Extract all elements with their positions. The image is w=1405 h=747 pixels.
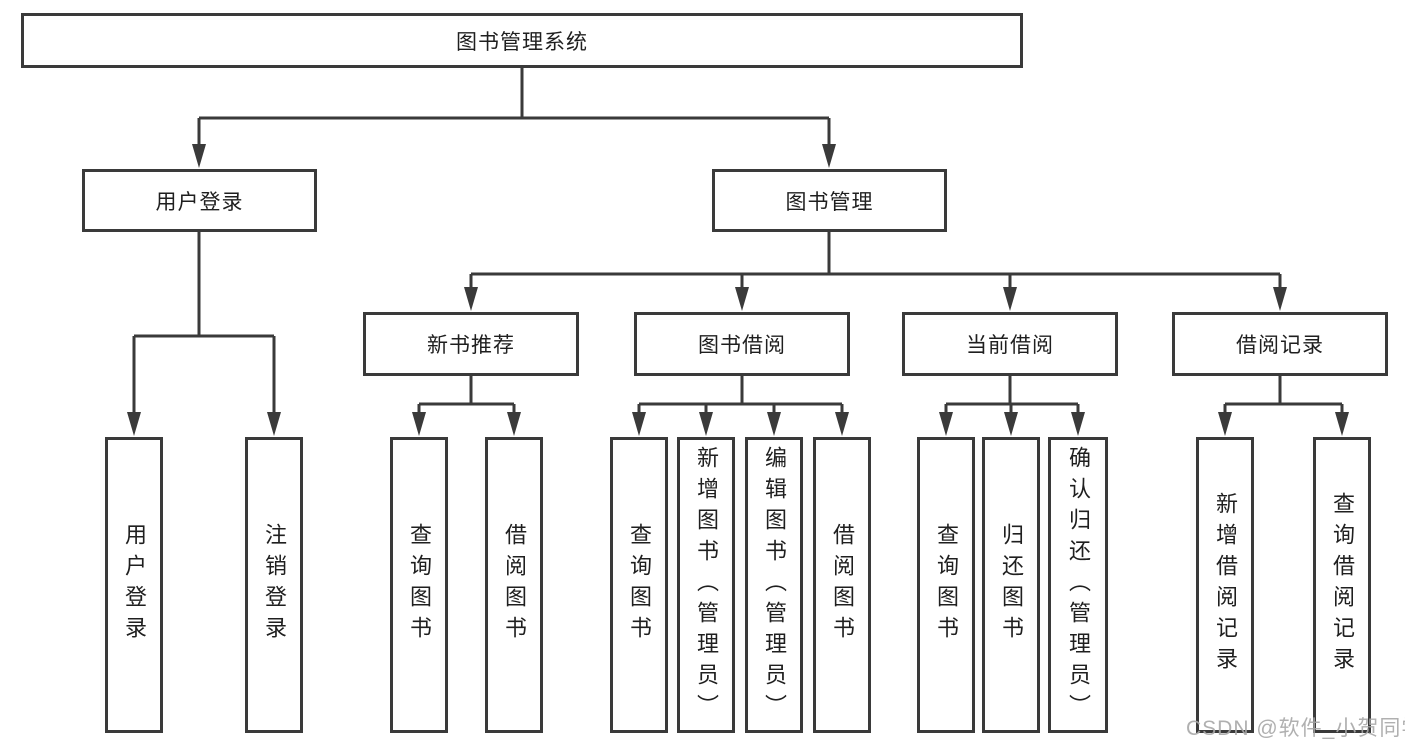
node-br-query-record: 查询借阅记录 [1313,437,1371,733]
node-logout-action-label: 注销登录 [262,523,287,647]
node-book-borrowing-label: 图书借阅 [698,334,786,357]
node-br-query-record-label: 查询借阅记录 [1330,492,1355,678]
node-current-borrowing: 当前借阅 [902,312,1118,376]
node-book-borrowing: 图书借阅 [634,312,850,376]
node-bb-query-books-label: 查询图书 [627,523,652,647]
arrowhead-icon [699,412,713,436]
arrowhead-icon [1335,412,1349,436]
node-bb-borrow-books: 借阅图书 [813,437,871,733]
node-bb-add-books-label: 新增图书（管理员） [694,445,719,725]
node-br-add-record: 新增借阅记录 [1196,437,1254,733]
node-rec-query-books: 查询图书 [390,437,448,733]
node-cb-return-books-label: 归还图书 [999,523,1024,647]
arrowhead-icon [127,412,141,436]
node-cb-query-books-label: 查询图书 [934,523,959,647]
arrowhead-icon [939,412,953,436]
arrowhead-icon [412,412,426,436]
arrowhead-icon [464,287,478,311]
arrowhead-icon [1218,412,1232,436]
node-cb-return-books: 归还图书 [982,437,1040,733]
arrowhead-icon [1004,412,1018,436]
arrowhead-icon [267,412,281,436]
node-bb-borrow-books-label: 借阅图书 [830,523,855,647]
node-rec-borrow-books-label: 借阅图书 [502,523,527,647]
node-root: 图书管理系统 [21,13,1023,68]
node-rec-query-books-label: 查询图书 [407,523,432,647]
node-borrowing-records: 借阅记录 [1172,312,1388,376]
node-login-action: 用户登录 [105,437,163,733]
arrowhead-icon [735,287,749,311]
node-login-action-label: 用户登录 [122,523,147,647]
arrowhead-icon [822,144,836,168]
arrowhead-icon [507,412,521,436]
arrowhead-icon [192,144,206,168]
node-borrowing-records-label: 借阅记录 [1236,334,1324,357]
node-logout-action: 注销登录 [245,437,303,733]
arrowhead-icon [1273,287,1287,311]
watermark: CSDN @软件_小贺同学 [1186,717,1405,740]
node-book-management: 图书管理 [712,169,947,232]
arrowhead-icon [835,412,849,436]
node-book-management-label: 图书管理 [785,190,874,214]
arrowhead-icon [767,412,781,436]
node-bb-edit-books-label: 编辑图书（管理员） [762,445,787,725]
arrowhead-icon [1003,287,1017,311]
node-rec-borrow-books: 借阅图书 [485,437,543,733]
arrowhead-icon [632,412,646,436]
node-new-book-recommend-label: 新书推荐 [427,334,515,357]
node-br-add-record-label: 新增借阅记录 [1213,492,1238,678]
arrowhead-icon [1071,412,1085,436]
node-cb-query-books: 查询图书 [917,437,975,733]
node-bb-add-books: 新增图书（管理员） [677,437,735,733]
node-bb-edit-books: 编辑图书（管理员） [745,437,803,733]
node-cb-confirm-return-label: 确认归还（管理员） [1066,445,1091,725]
node-bb-query-books: 查询图书 [610,437,668,733]
node-cb-confirm-return: 确认归还（管理员） [1048,437,1108,733]
node-root-label: 图书管理系统 [456,30,588,54]
node-new-book-recommend: 新书推荐 [363,312,579,376]
node-user-login: 用户登录 [82,169,317,232]
node-current-borrowing-label: 当前借阅 [966,334,1054,357]
node-user-login-label: 用户登录 [155,190,244,214]
